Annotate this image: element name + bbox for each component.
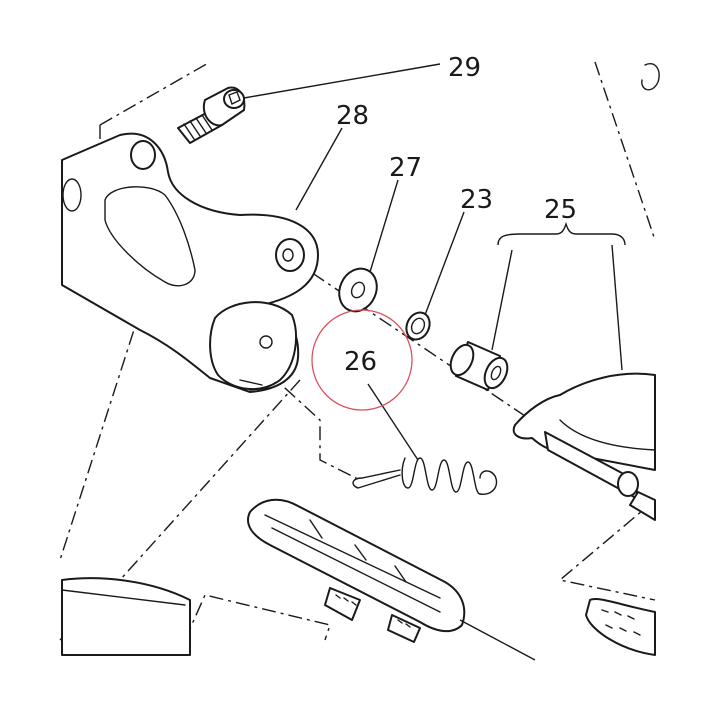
spring-part-26 (352, 457, 498, 495)
bottom-bracket-line (184, 594, 331, 641)
leader-27 (369, 179, 399, 273)
foot-peg-part (247, 498, 536, 661)
ring-part-23 (405, 311, 431, 341)
washer-part-27 (338, 267, 378, 313)
bracket-part-28 (61, 132, 319, 393)
left-vertical-line (59, 279, 151, 561)
callout-26: 26 (344, 347, 377, 377)
callout-28: 28 (336, 101, 369, 131)
highlight-circle-26 (311, 309, 413, 411)
callout-29: 29 (448, 53, 481, 83)
callout-25: 25 (544, 195, 577, 225)
bracket-25 (497, 221, 626, 246)
bolt-part-29 (177, 86, 246, 144)
leader-25b (611, 244, 623, 371)
leader-26 (367, 383, 419, 461)
leader-23 (424, 211, 465, 316)
frame-fragments (61, 63, 660, 656)
callout-27: 27 (389, 153, 422, 183)
leader-28 (295, 127, 343, 211)
right-lower-line (558, 499, 656, 601)
callout-23: 23 (460, 185, 493, 215)
leader-25a (491, 249, 513, 351)
callout-leaders (243, 63, 626, 461)
bushing-part-25 (449, 341, 509, 391)
callout-labels: 29 28 27 23 25 26 (336, 53, 577, 377)
hand-tool-illustration (512, 372, 656, 656)
leader-29 (243, 63, 441, 99)
right-upper-line (594, 61, 656, 241)
spring-bracket-line (204, 314, 361, 481)
